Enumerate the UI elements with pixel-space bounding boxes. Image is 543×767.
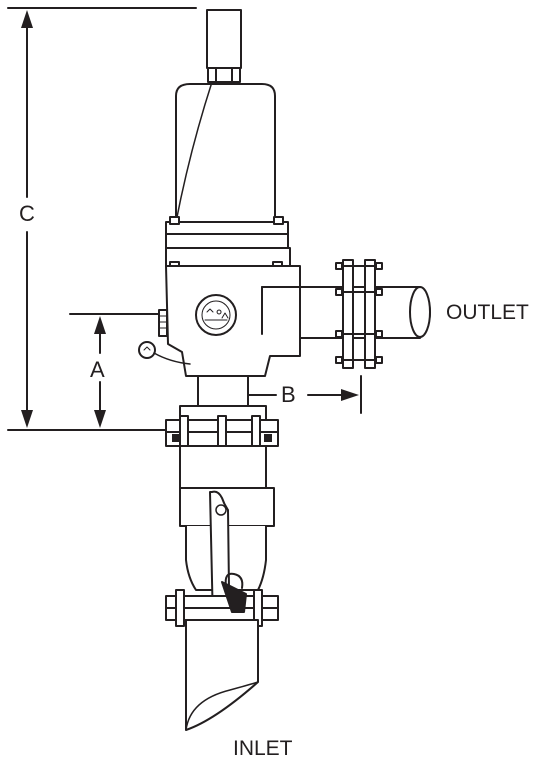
outlet-flange-bolts <box>335 262 383 364</box>
padlock <box>221 581 247 613</box>
padlock-shackle <box>224 572 244 589</box>
seal-tag <box>138 341 156 359</box>
flange-bolt <box>169 216 180 225</box>
valve-nut <box>207 67 241 83</box>
dimension-c-arrowhead-down <box>21 410 33 428</box>
dimension-a-arrowhead-down <box>94 410 106 428</box>
upper-body-flange <box>165 221 289 235</box>
inlet-label: INLET <box>233 737 293 760</box>
inlet-pipe <box>185 619 259 731</box>
outlet-assembly <box>299 259 431 369</box>
isolation-valve-upper-body <box>179 445 267 489</box>
valve-body <box>138 265 301 377</box>
valve-cap <box>206 9 242 69</box>
isolation-valve <box>165 445 279 669</box>
lower-body-flange <box>165 247 291 267</box>
outlet-label: OUTLET <box>446 301 529 324</box>
inlet-neck <box>179 375 267 421</box>
dimension-b-label: B <box>281 382 296 407</box>
dimension-a-arrowhead-up <box>94 316 106 334</box>
outlet-pipe-end <box>409 286 431 338</box>
body-plug <box>158 309 168 337</box>
inlet-flange <box>165 415 279 451</box>
inlet-pipe-cut-end <box>185 681 259 731</box>
flange-bolt <box>273 216 284 225</box>
valve-top <box>175 9 276 223</box>
dimension-a <box>69 313 161 428</box>
dimension-c-arrowhead-up <box>21 10 33 28</box>
upper-body-flange-2 <box>165 233 289 249</box>
valve-body-flanges <box>165 216 291 271</box>
inlet-pipe-body <box>185 619 259 731</box>
dimension-a-label: A <box>90 357 105 382</box>
outlet-flange-right <box>364 259 376 369</box>
dimension-c-label: C <box>19 201 35 226</box>
dimension-b-arrowhead-right <box>341 389 359 401</box>
outlet-flange-left <box>342 259 354 369</box>
seal-wire <box>175 81 213 223</box>
inlet-nipple <box>197 375 249 407</box>
dimension-c <box>7 7 197 431</box>
handle-pivot <box>215 504 227 516</box>
